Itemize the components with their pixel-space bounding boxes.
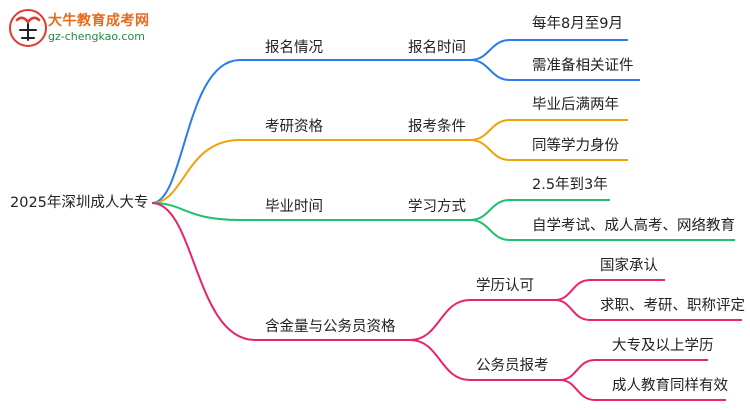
leaf-4-2-1-connector [559, 359, 596, 381]
sub-4-2-label: 公务员报考 [476, 358, 549, 374]
branch-3-sub-label: 学习方式 [408, 199, 466, 215]
leaf-3-2: 自学考试、成人高考、网络教育 [532, 218, 735, 234]
branch-2-sub-label: 报考条件 [408, 119, 466, 135]
leaf-2-2: 同等学力身份 [532, 138, 619, 154]
leaf-4-2-2: 成人教育同样有效 [612, 378, 728, 394]
leaf-4-1-1-connector [554, 279, 591, 301]
branch-1-connector [151, 59, 241, 204]
leaf-1-1: 每年8月至9月 [532, 16, 623, 32]
leaf-3-1-connector [469, 199, 511, 221]
branch-2-connector [151, 139, 241, 204]
branch-4-label: 含金量与公务员资格 [265, 319, 396, 335]
leaf-1-1-connector [469, 39, 511, 61]
branch-4-lines [151, 202, 742, 401]
sub-4-1-connector [409, 299, 471, 341]
branch-3-label: 毕业时间 [265, 199, 323, 215]
branch-2-label: 考研资格 [265, 119, 323, 135]
leaf-1-2: 需准备相关证件 [532, 58, 634, 74]
leaf-2-1: 毕业后满两年 [532, 97, 619, 113]
leaf-2-2-connector [469, 139, 511, 161]
leaf-4-1-2-connector [554, 299, 591, 321]
bull-logo-icon [9, 9, 47, 47]
leaf-3-1: 2.5年到3年 [532, 177, 608, 193]
branch-3-connector [151, 202, 241, 221]
branch-2-lines [151, 119, 628, 204]
leaf-4-2-1: 大专及以上学历 [612, 338, 714, 354]
root-node: 2025年深圳成人大专 [10, 195, 149, 211]
branch-3-lines [151, 199, 735, 241]
branch-1-label: 报名情况 [265, 40, 323, 56]
leaf-1-2-connector [469, 59, 511, 81]
branch-1-lines [151, 39, 640, 204]
leaf-4-1-1: 国家承认 [600, 258, 658, 274]
branch-4-connector [151, 202, 256, 341]
site-logo: 大牛教育成考网 gz-chengkao.com [8, 8, 178, 52]
logo-title: 大牛教育成考网 [48, 13, 150, 29]
leaf-3-2-connector [469, 219, 511, 241]
sub-4-2-connector [409, 339, 471, 381]
leaf-4-2-2-connector [559, 379, 596, 401]
leaf-4-1-2: 求职、考研、职称评定 [600, 298, 745, 314]
branch-1-sub-label: 报名时间 [408, 40, 466, 56]
leaf-2-1-connector [469, 119, 511, 141]
logo-url: gz-chengkao.com [48, 30, 145, 43]
sub-4-1-label: 学历认可 [476, 278, 534, 294]
